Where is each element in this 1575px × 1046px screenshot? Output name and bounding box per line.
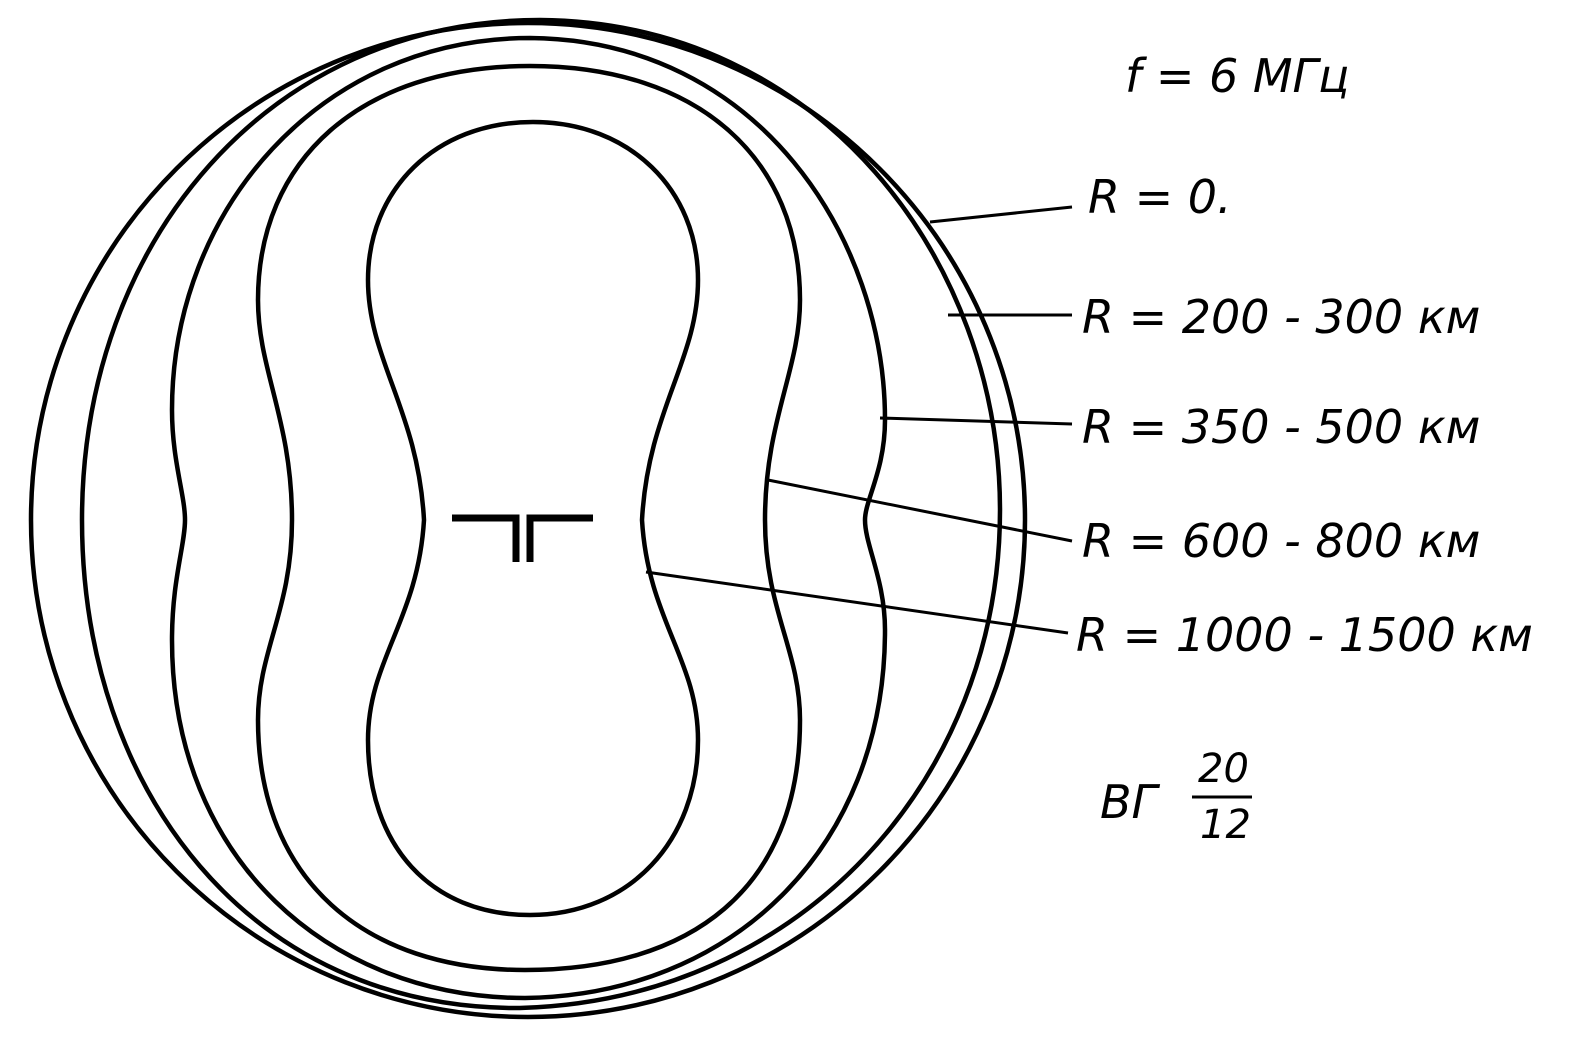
- contour-r-1000-1500: [365, 119, 701, 918]
- contour-r-600-800: [255, 63, 803, 973]
- leader-r-600-800: [767, 478, 1073, 543]
- label-r-0: R = 0.: [1088, 170, 1232, 224]
- antenna-prefix: ВГ: [1100, 775, 1161, 829]
- antenna-denominator: 12: [1200, 802, 1251, 848]
- antenna-numerator: 20: [1198, 746, 1249, 792]
- label-r-1000-1500: R = 1000 - 1500 км: [1076, 608, 1533, 662]
- contour-r-200-300: [79, 17, 1003, 1011]
- label-r-200-300: R = 200 - 300 км: [1082, 290, 1480, 344]
- frequency-label: f = 6 МГц: [1125, 49, 1350, 103]
- leader-r-350-500: [879, 416, 1073, 426]
- label-r-350-500: R = 350 - 500 км: [1082, 400, 1480, 454]
- label-r-600-800: R = 600 - 800 км: [1082, 514, 1480, 568]
- leader-r-1000-1500: [645, 570, 1069, 635]
- contour-r-0: [28, 20, 1028, 1020]
- antenna-type-label: ВГ 20 12: [1100, 746, 1252, 848]
- dipole-antenna-icon: [452, 514, 593, 562]
- leader-r-0: [929, 205, 1073, 224]
